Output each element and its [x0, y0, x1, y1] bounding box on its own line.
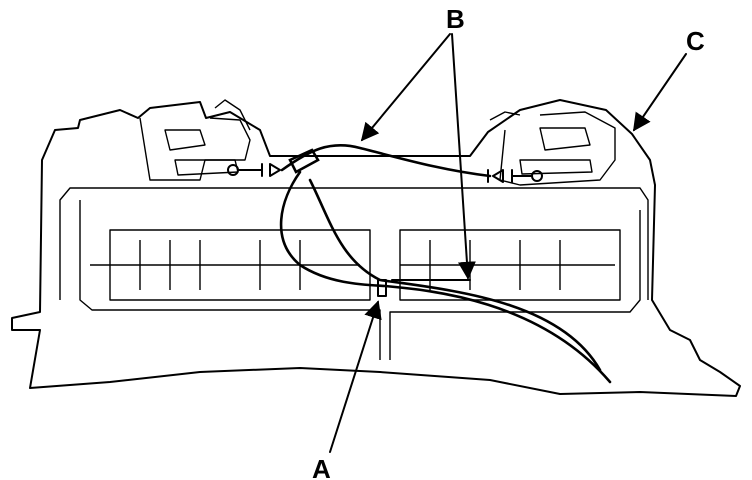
- leader-a: [329, 300, 382, 453]
- leader-b-right: [451, 33, 476, 280]
- seat-back-panel-detail: [90, 229, 621, 301]
- callout-label-a: A: [312, 454, 331, 480]
- callout-leaders: [329, 33, 687, 453]
- callout-label-b: B: [446, 4, 465, 34]
- leader-c: [632, 53, 687, 132]
- seat-back-frame: [11, 99, 741, 397]
- callout-label-c: C: [686, 26, 705, 56]
- leader-b-left: [360, 33, 451, 142]
- left-latch-assembly: [139, 99, 281, 181]
- right-latch-assembly: [487, 111, 616, 186]
- release-cables: [279, 143, 612, 384]
